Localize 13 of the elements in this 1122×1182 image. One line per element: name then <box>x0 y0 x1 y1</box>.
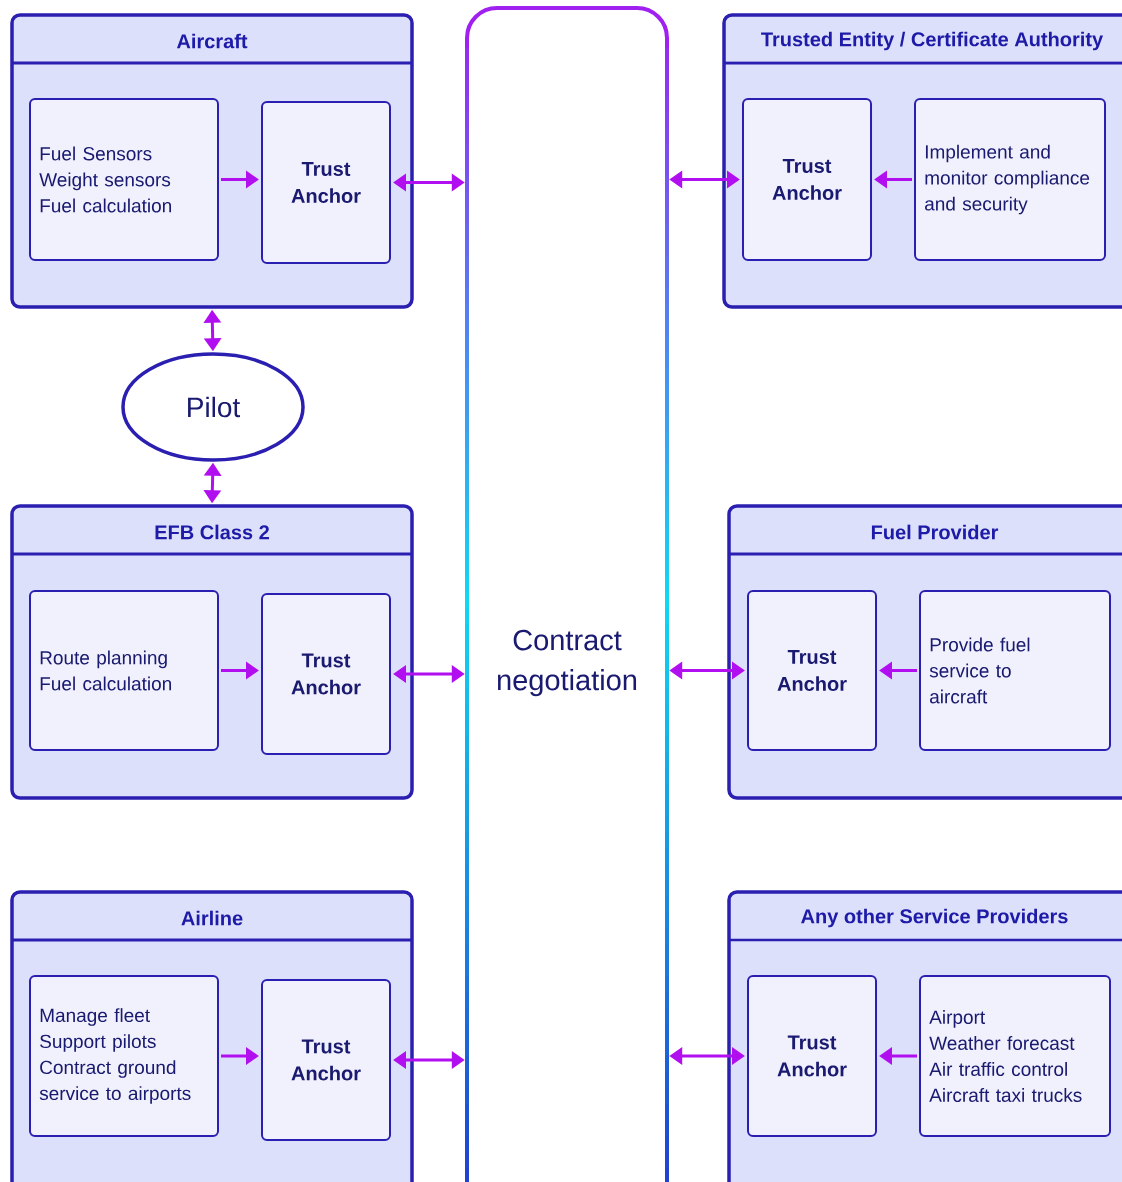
process-box: Airport Weather forecast Air traffic control Aircraft taxi trucks <box>919 975 1111 1137</box>
contract-panel: Contract negotiation <box>465 6 669 1182</box>
trust-anchor-box: Trust Anchor <box>261 101 391 264</box>
trust-anchor-box: Trust Anchor <box>742 98 872 261</box>
trust-anchor-box: Trust Anchor <box>747 975 877 1137</box>
process-box: Manage fleet Support pilots Contract ground service to airports <box>29 975 219 1137</box>
process-box: Provide fuel service to aircraft <box>919 590 1111 751</box>
trust-anchor-box: Trust Anchor <box>261 593 391 755</box>
process-box: Route planning Fuel calculation <box>29 590 219 751</box>
trust-anchor-box: Trust Anchor <box>747 590 877 751</box>
process-box: Fuel Sensors Weight sensors Fuel calculation <box>29 98 219 261</box>
process-box: Implement and monitor compliance and security <box>914 98 1106 261</box>
trust-anchor-box: Trust Anchor <box>261 979 391 1141</box>
